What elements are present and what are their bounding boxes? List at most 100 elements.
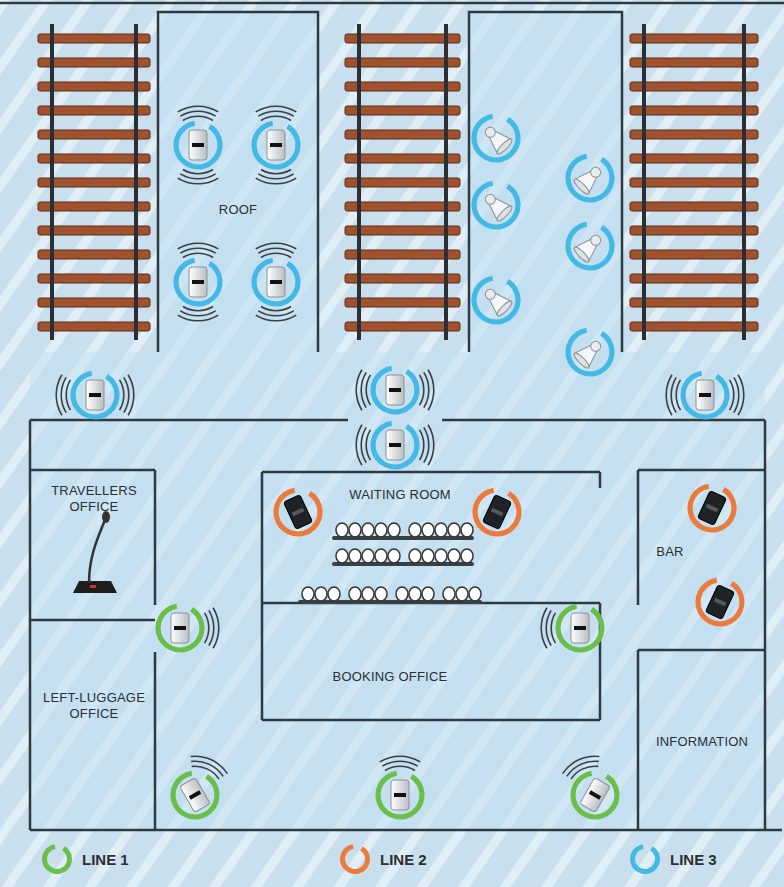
horn-speaker (495, 137, 513, 155)
wall (637, 470, 640, 605)
horn-speaker (471, 181, 520, 230)
speaker-symbol (170, 755, 228, 819)
sound-wave (423, 372, 429, 408)
speaker-symbol (389, 388, 401, 392)
sound-wave (427, 369, 434, 410)
horn-speaker (565, 222, 614, 271)
sound-wave (733, 377, 739, 413)
seat-rows (336, 549, 348, 563)
sound-wave (665, 374, 672, 415)
horn-speaker (565, 154, 614, 203)
rail-track (345, 106, 460, 115)
sound-wave (255, 177, 296, 184)
seat-rows (448, 523, 460, 537)
wall (30, 419, 348, 422)
sound-wave (212, 607, 219, 648)
sound-wave (419, 430, 425, 461)
rail-track (630, 106, 758, 115)
wall (30, 469, 155, 472)
sound-wave (258, 173, 294, 179)
sound-wave (545, 610, 551, 646)
rail-track (630, 226, 758, 235)
speaker-symbol (472, 488, 521, 537)
legend-entry: LINE 2 (338, 842, 427, 876)
legend-label: LINE 1 (82, 851, 129, 868)
speaker-symbol (173, 242, 222, 321)
speaker-symbol (706, 585, 735, 620)
rail-track (642, 24, 646, 340)
horn-speaker (572, 162, 606, 196)
speaker-symbol (270, 143, 282, 147)
rail-track (38, 274, 150, 283)
seat-rows (375, 549, 387, 563)
sound-wave (355, 369, 362, 410)
horn-speaker (480, 122, 514, 156)
seat-rows (469, 587, 481, 601)
legend-label: LINE 3 (670, 851, 717, 868)
sound-wave (177, 314, 218, 321)
microphone-symbol (89, 520, 105, 583)
rail-track (345, 58, 460, 67)
sound-wave (423, 427, 429, 463)
microphone-symbol (73, 581, 117, 593)
speaker-symbol (696, 380, 714, 410)
speaker-symbol (267, 130, 285, 160)
wall (261, 472, 264, 720)
rail-track (345, 34, 460, 43)
seat-rows (396, 587, 408, 601)
wall (0, 2, 784, 5)
line-ring (370, 366, 419, 415)
horn-speaker (483, 192, 497, 206)
legend-label: LINE 2 (380, 851, 427, 868)
room-name: BOOKING OFFICE (333, 669, 448, 685)
speaker-symbol (180, 778, 211, 813)
sound-wave (258, 110, 294, 116)
line-ring (70, 371, 119, 420)
sound-wave (550, 613, 556, 644)
sound-wave (180, 110, 216, 116)
sound-wave (180, 247, 216, 253)
seat-rows (461, 523, 473, 537)
room-name: INFORMATION (656, 734, 748, 750)
seat-rows (375, 587, 387, 601)
sound-wave (255, 242, 296, 249)
horn-speaker (495, 204, 513, 222)
sound-wave (261, 115, 292, 121)
speaker-symbol (540, 604, 604, 653)
room-label: TRAVELLERS OFFICE (34, 474, 154, 524)
speaker-symbol (267, 130, 285, 160)
line-ring (565, 154, 614, 203)
sound-wave (191, 755, 229, 774)
speaker-symbol (571, 613, 589, 643)
rail-track (38, 202, 150, 211)
speaker-symbol (391, 780, 409, 810)
wall (599, 472, 602, 488)
sound-wave (670, 377, 676, 413)
speaker-symbol (251, 242, 300, 321)
wall (764, 420, 767, 830)
rail-track (345, 178, 460, 187)
rail-track (630, 274, 758, 283)
seat-rows (409, 587, 421, 601)
speaker-symbol (491, 508, 504, 517)
rail-track (38, 250, 150, 259)
seat-rows (375, 523, 387, 537)
horn-speaker (565, 328, 614, 377)
sound-wave (255, 105, 296, 112)
sound-wave (177, 242, 218, 249)
line-ring (155, 604, 204, 653)
line-ring (555, 604, 604, 653)
horn-speaker (480, 189, 514, 223)
room-label: BOOKING OFFICE (270, 660, 510, 694)
speaker-symbol (695, 578, 744, 627)
speaker-symbol (251, 105, 300, 184)
line-ring (687, 484, 736, 533)
speaker-symbol (698, 491, 727, 526)
speaker-symbol (273, 488, 322, 537)
line-ring (170, 771, 219, 820)
line-ring (173, 121, 222, 170)
